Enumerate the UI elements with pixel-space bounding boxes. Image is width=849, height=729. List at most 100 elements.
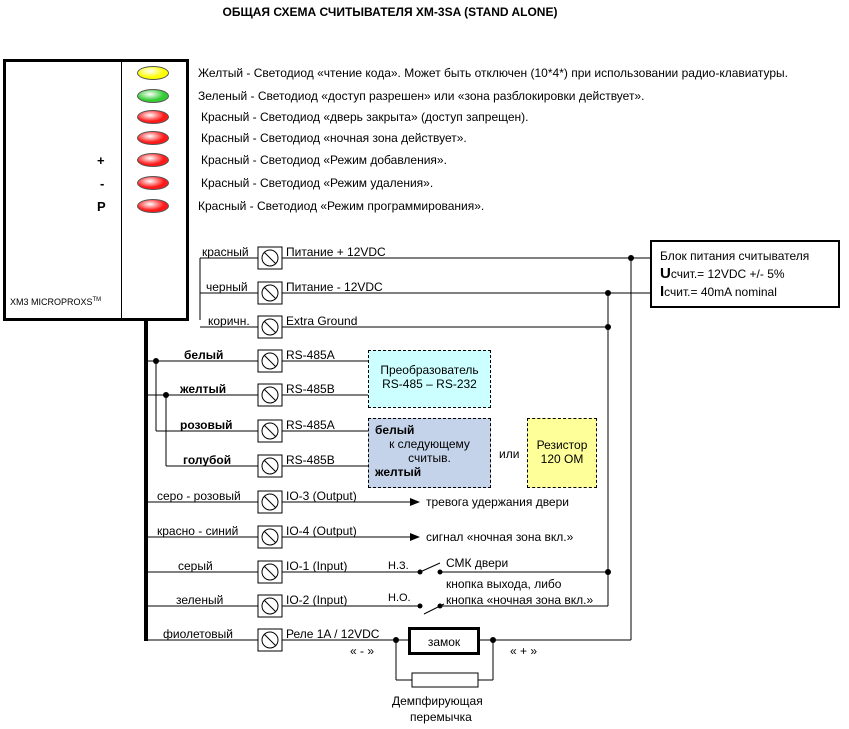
terminal-screw (257, 246, 283, 270)
led-red-door-closed (137, 110, 169, 124)
voltage-spec: счит.= 12VDC +/- 5% (670, 267, 785, 281)
led-label: Красный - Светодиод «дверь закрыта» (дос… (201, 110, 529, 124)
terminal-label: Питание - 12VDC (286, 280, 383, 294)
power-supply-box: Блок питания считывателя Uсчит.= 12VDC +… (650, 240, 840, 308)
terminal-label: Extra Ground (286, 314, 358, 328)
led-red-program-mode (137, 199, 169, 213)
trademark: TM (92, 297, 102, 303)
converter-line: RS-485 – RS-232 (382, 377, 477, 391)
lock-label: замок (427, 635, 461, 649)
key-plus: + (97, 153, 105, 168)
next-reader-line: к следующему (389, 437, 470, 451)
key-program: P (97, 199, 106, 214)
led-label: Красный - Светодиод «Режим добавления». (201, 153, 447, 167)
terminal-label: IO-1 (Input) (286, 559, 348, 573)
led-red-delete-mode (137, 176, 169, 190)
terminal-label: RS-485B (286, 382, 335, 396)
exit-button-label: кнопка выхода, либо (446, 577, 562, 591)
right-wiring (282, 257, 650, 688)
terminator-resistor-box: Резистор 120 OM (527, 418, 597, 488)
contact-dot (417, 569, 423, 575)
terminal-label: Реле 1A / 12VDC (286, 627, 380, 641)
terminals (257, 246, 283, 652)
next-reader-line: считыв. (408, 451, 451, 465)
terminal-screw (257, 315, 283, 339)
contact-dot (417, 603, 423, 609)
next-reader-yellow: желтый (375, 465, 422, 479)
io4-output-label: сигнал «ночная зона вкл.» (426, 530, 574, 544)
wire-label: красно - синий (157, 524, 239, 538)
led-red-add-mode (137, 153, 169, 167)
terminal-screw (257, 594, 283, 618)
lock-plus-label: « + » (510, 644, 538, 658)
wire-label: фиолетовый (163, 627, 234, 641)
junction-dot (163, 392, 169, 398)
terminal-label: IO-3 (Output) (286, 489, 357, 503)
resistor-line: Резистор (536, 438, 588, 452)
current-symbol: I (660, 283, 665, 300)
terminal-screw (257, 281, 283, 305)
wire-label: зеленый (176, 593, 224, 607)
wire-label: розовый (180, 418, 233, 432)
terminal-screw (257, 383, 283, 407)
reader-device (3, 59, 189, 321)
or-label: или (499, 447, 520, 461)
key-minus: - (100, 176, 105, 191)
terminal-screw (257, 349, 283, 373)
contact-dots (417, 569, 443, 609)
terminal-label: IO-2 (Input) (286, 593, 348, 607)
device-divider (121, 62, 122, 318)
wire-label: коричн. (208, 314, 250, 328)
terminal-screw (257, 560, 283, 584)
led-yellow (137, 66, 169, 80)
model-name: XM3 MICROPROXS (10, 297, 93, 307)
damper-label: перемычка (410, 710, 472, 724)
wire-label: желтый (180, 382, 227, 396)
terminal-label: Питание + 12VDC (286, 245, 386, 259)
terminal-screw (257, 525, 283, 549)
io3-output-label: тревога удержания двери (426, 495, 569, 509)
wire-label: черный (206, 280, 248, 294)
resistor-line: 120 OM (540, 452, 584, 466)
terminal-screw (257, 454, 283, 478)
contact-dot (437, 569, 443, 575)
power-supply-title: Блок питания считывателя (660, 249, 810, 263)
led-label: Красный - Светодиод «Режим программирова… (198, 199, 485, 213)
diagram-title: ОБЩАЯ СХЕМА СЧИТЫВАТЕЛЯ XM-3SA (STAND AL… (222, 5, 558, 19)
wire-label: серо - розовый (157, 489, 241, 503)
led-red-night-zone (137, 131, 169, 145)
led-label: Красный - Светодиод «Режим удаления». (201, 176, 434, 190)
terminal-screw (257, 490, 283, 514)
terminal-screw (257, 628, 283, 652)
current-spec: счит.= 40mA nominal (664, 285, 777, 299)
led-green (137, 89, 169, 103)
converter-line: Преобразователь (380, 363, 479, 377)
voltage-symbol: U (660, 265, 671, 282)
terminal-label: RS-485B (286, 453, 335, 467)
lock-box: замок (408, 627, 480, 655)
led-label: Красный - Светодиод «ночная зона действу… (201, 131, 467, 145)
contact-dot (437, 603, 443, 609)
rs485-converter-box: Преобразователь RS-485 – RS-232 (368, 350, 491, 408)
no-label: Н.О. (388, 592, 411, 604)
switch-contact (419, 562, 441, 573)
device-model-label: XM3 MICROPROXSTM (10, 297, 101, 307)
damper-label: Демпфирующая (392, 694, 483, 708)
junction-dot (153, 358, 159, 364)
arrow-io4 (410, 533, 420, 541)
next-reader-box: белый к следующему считыв. желтый (368, 418, 491, 488)
terminal-label: RS-485A (286, 348, 335, 362)
wire-label: серый (178, 559, 213, 573)
door-contact-label: СМК двери (446, 556, 509, 570)
damper-resistor (411, 672, 479, 688)
wire-label: красный (202, 245, 249, 259)
terminal-screw (257, 419, 283, 443)
nc-label: Н.З. (388, 560, 409, 572)
led-label: Зеленый - Светодиод «доступ разрешен» ил… (198, 89, 645, 103)
terminal-label: RS-485A (286, 418, 335, 432)
arrow-io3 (410, 498, 420, 506)
led-label: Желтый - Светодиод «чтение кода». Может … (198, 66, 788, 80)
exit-button-label: кнопка «ночная зона вкл.» (446, 593, 594, 607)
wire-label: голубой (183, 453, 232, 467)
